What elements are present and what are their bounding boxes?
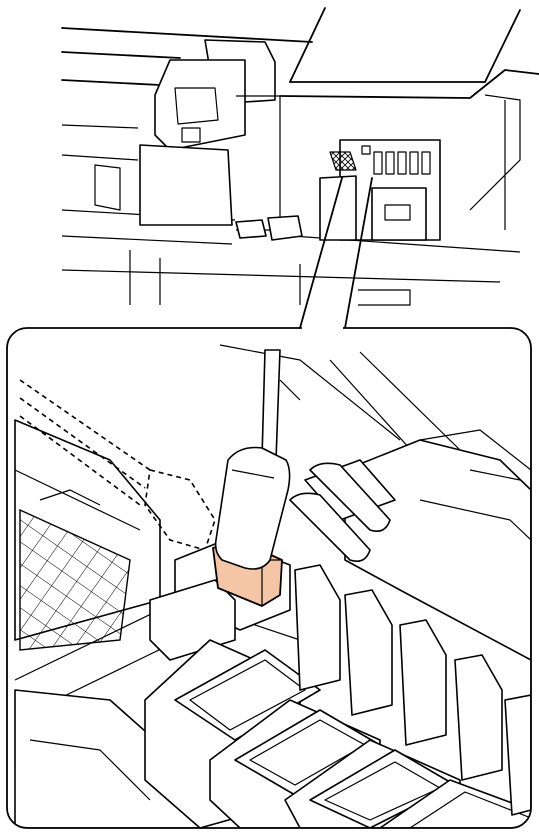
- printer-overview: [62, 8, 539, 305]
- carriage-icon: [140, 40, 280, 230]
- detail-view: [7, 328, 531, 828]
